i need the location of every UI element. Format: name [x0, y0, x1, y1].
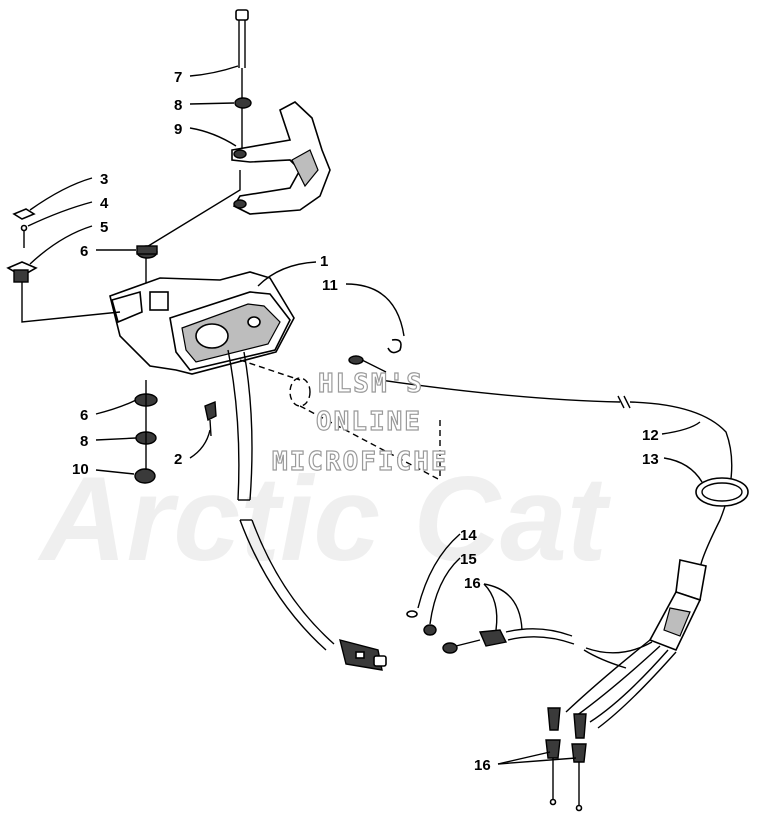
wire-connector — [339, 639, 387, 671]
callout-5: 5 — [100, 219, 108, 236]
nut-6-top — [136, 245, 158, 259]
watermark-line-2: ONLINE — [316, 407, 422, 437]
callout-6: 6 — [80, 243, 88, 260]
text-watermark: HLSM'S ONLINE MICROFICHE — [271, 368, 449, 477]
screw-4 — [20, 224, 28, 248]
bolt-7 — [235, 9, 249, 68]
callout-16b: 16 — [474, 757, 491, 774]
watermark-line-3: MICROFICHE — [272, 447, 449, 477]
callout-11: 11 — [322, 277, 338, 294]
throttle-housing-1 — [109, 271, 295, 375]
grommet-5 — [6, 261, 38, 283]
washer-8-top — [234, 97, 252, 109]
callout-1: 1 — [320, 253, 328, 270]
callout-13: 13 — [642, 451, 659, 468]
callout-8b: 8 — [80, 433, 88, 450]
callout-labels: 7 8 9 3 4 5 6 1 11 6 8 10 2 12 13 14 15 … — [72, 69, 659, 774]
watermark-line-1: HLSM'S — [318, 369, 424, 399]
cable-junction — [565, 559, 707, 729]
cable-tie-13 — [695, 477, 749, 507]
callout-9: 9 — [174, 121, 182, 138]
plate-3 — [12, 208, 36, 220]
wire-harness — [227, 349, 387, 671]
leader-lines — [27, 65, 703, 765]
clip-11 — [348, 338, 402, 373]
throttle-cable-12 — [239, 359, 733, 571]
bracket-9 — [231, 101, 331, 215]
callout-12: 12 — [642, 427, 659, 444]
callout-14: 14 — [460, 527, 477, 544]
callout-4: 4 — [100, 195, 109, 212]
lower-cable-ends-16 — [545, 707, 587, 812]
callout-2: 2 — [174, 451, 182, 468]
cable-end-assembly — [406, 610, 627, 669]
screw-2 — [204, 400, 217, 437]
nut-10 — [134, 468, 156, 484]
callout-15: 15 — [460, 551, 477, 568]
callout-10: 10 — [72, 461, 89, 478]
callout-3: 3 — [100, 171, 108, 188]
callout-16a: 16 — [464, 575, 481, 592]
callout-8: 8 — [174, 97, 182, 114]
callout-6b: 6 — [80, 407, 88, 424]
callout-7: 7 — [174, 69, 182, 86]
